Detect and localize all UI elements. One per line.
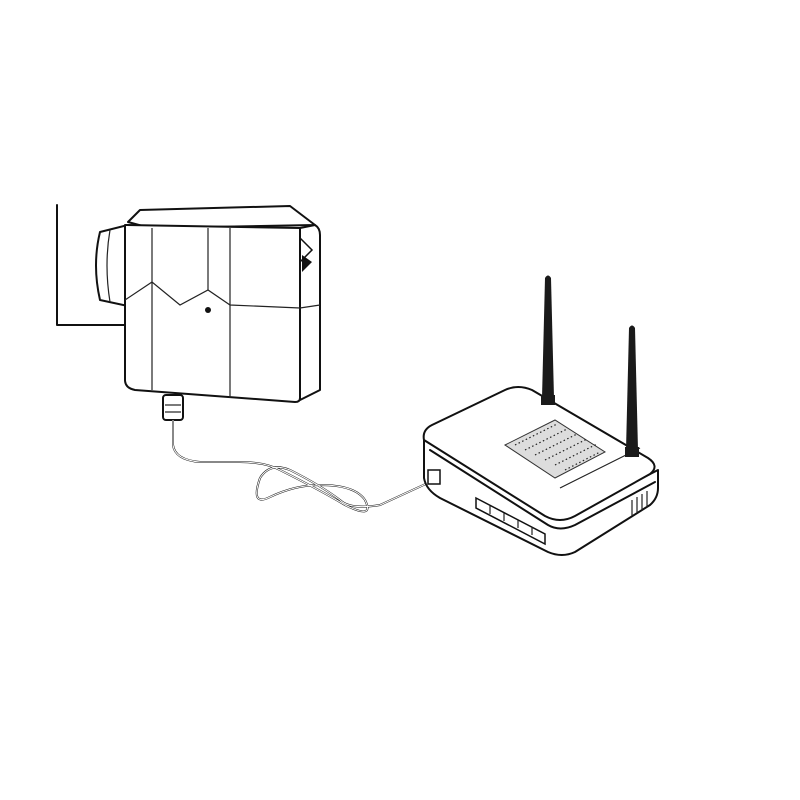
wall-outline — [56, 204, 131, 326]
router-body-side — [423, 439, 659, 556]
adapter-indicator-led — [205, 307, 211, 313]
router-power-port — [427, 469, 441, 485]
power-adapter — [95, 205, 321, 421]
certification-logo-icon — [299, 236, 314, 272]
router — [422, 275, 659, 556]
router-vent-grid — [504, 419, 606, 479]
antenna-left — [542, 275, 554, 398]
router-ethernet-ports — [475, 496, 546, 546]
antennas — [541, 275, 639, 457]
adapter-plug-collar — [95, 224, 129, 307]
adapter-cable-strain-relief — [162, 394, 184, 421]
power-cable — [172, 419, 431, 513]
router-side-vents — [631, 491, 648, 516]
antenna-right — [626, 325, 638, 450]
adapter-front-face — [124, 224, 301, 403]
